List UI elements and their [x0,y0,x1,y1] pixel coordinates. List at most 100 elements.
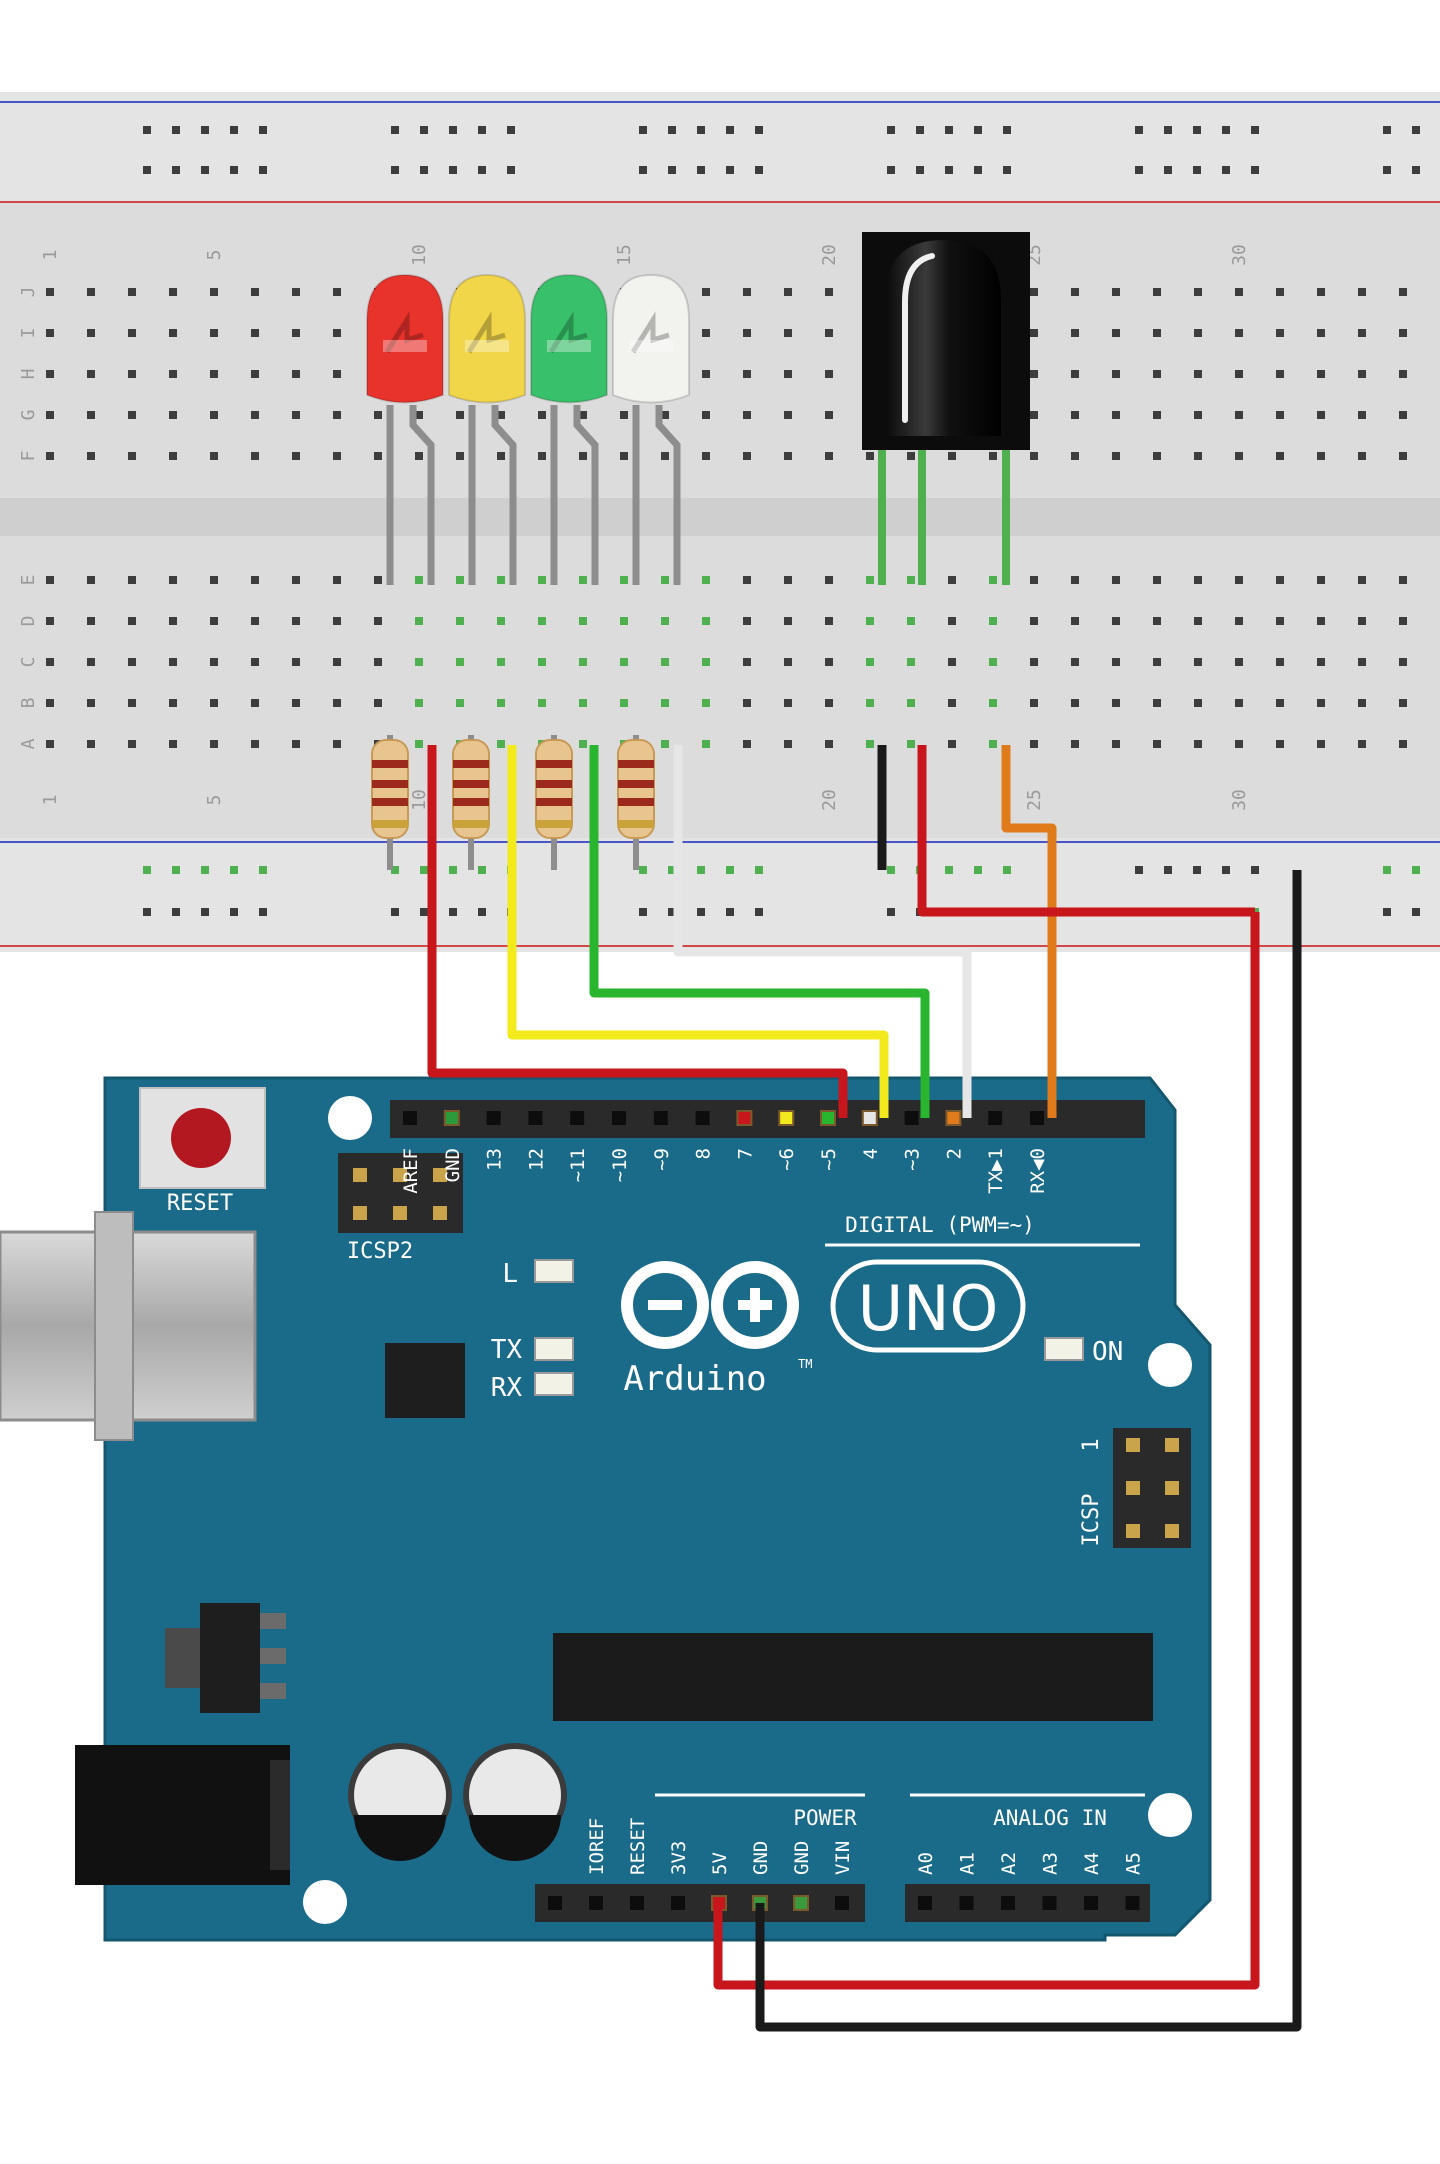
header-pin [486,1111,501,1125]
power-pin-label: IOREF [586,1818,608,1875]
rail-hole [726,126,734,134]
hole [1153,329,1161,337]
hole [1235,288,1243,296]
hole [1235,329,1243,337]
wire-white-led-to-pin4 [673,745,972,1118]
digital-pin-label: 7 [734,1148,756,1159]
led-l-label: L [502,1259,518,1289]
rail-hole [697,908,705,916]
header-pin [1125,1896,1140,1910]
analog-pin-label: A4 [1081,1852,1103,1875]
rail-hole [391,126,399,134]
rail-hole [916,166,924,174]
rail-hole [420,908,428,916]
icsp2-pin [353,1168,367,1182]
rail-hole [1383,166,1391,174]
hole [743,411,751,419]
hole [374,411,382,419]
uno-text: UNO [858,1272,999,1345]
rail-hole [172,126,180,134]
hole [784,658,792,666]
led-l [534,1259,574,1283]
hole [702,411,710,419]
hole [169,288,177,296]
hole [702,699,710,707]
hole [292,370,300,378]
hole [1153,740,1161,748]
hole [1071,699,1079,707]
hole [128,370,136,378]
hole [1358,740,1366,748]
rail-hole [259,166,267,174]
hole [1276,288,1284,296]
row-letter: B [18,698,39,709]
header-pin [736,1110,753,1126]
header-pin [945,1110,962,1126]
hole [989,576,997,584]
led-yellow [448,273,526,585]
capacitor-2 [463,1743,567,1861]
hole [497,740,505,748]
hole [456,699,464,707]
hole [333,699,341,707]
hole [538,699,546,707]
rail-hole [420,866,428,874]
led-tx [534,1337,574,1361]
led-tx-label: TX [491,1335,523,1365]
hole [292,288,300,296]
hole [784,411,792,419]
hole [128,452,136,460]
hole [1153,699,1161,707]
rail-hole [172,166,180,174]
reset-button[interactable] [171,1108,231,1168]
icsp-pins [1126,1438,1179,1538]
hole [1071,740,1079,748]
digital-pin-label: 13 [484,1148,506,1171]
rail-hole [1412,866,1420,874]
digital-pin-label: TX▶1 [985,1148,1007,1194]
rail-hole [391,908,399,916]
hole [825,411,833,419]
hole [169,658,177,666]
hole [1030,370,1038,378]
rail-hole [201,908,209,916]
hole [702,329,710,337]
hole [825,699,833,707]
hole [497,452,505,460]
hole [1112,576,1120,584]
rail-hole [259,908,267,916]
hole [87,699,95,707]
hole [866,699,874,707]
hole [1358,329,1366,337]
led-rx-label: RX [491,1373,523,1403]
power-pin-label: GND [750,1841,772,1875]
hole [989,452,997,460]
wire-black-gnd [755,870,1302,2032]
hole [46,617,54,625]
hole [1030,740,1038,748]
rail-hole [726,866,734,874]
hole [1399,411,1407,419]
hole [128,288,136,296]
rail-hole [945,126,953,134]
hole [169,411,177,419]
header-pin [589,1896,603,1910]
led-lens [366,273,444,404]
hole [1235,411,1243,419]
led-on [1044,1337,1084,1361]
column-number-top: 20 [819,244,840,266]
hole [948,658,956,666]
icsp-pin [1126,1438,1140,1452]
hole [743,617,751,625]
hole [374,658,382,666]
hole [1153,288,1161,296]
hole [292,658,300,666]
rail-hole [1412,166,1420,174]
rail-hole [1222,126,1230,134]
hole [1235,617,1243,625]
row-letter: C [18,657,39,668]
hole [1194,370,1202,378]
column-number-top: 1 [40,250,61,261]
row-letter: D [18,616,39,627]
